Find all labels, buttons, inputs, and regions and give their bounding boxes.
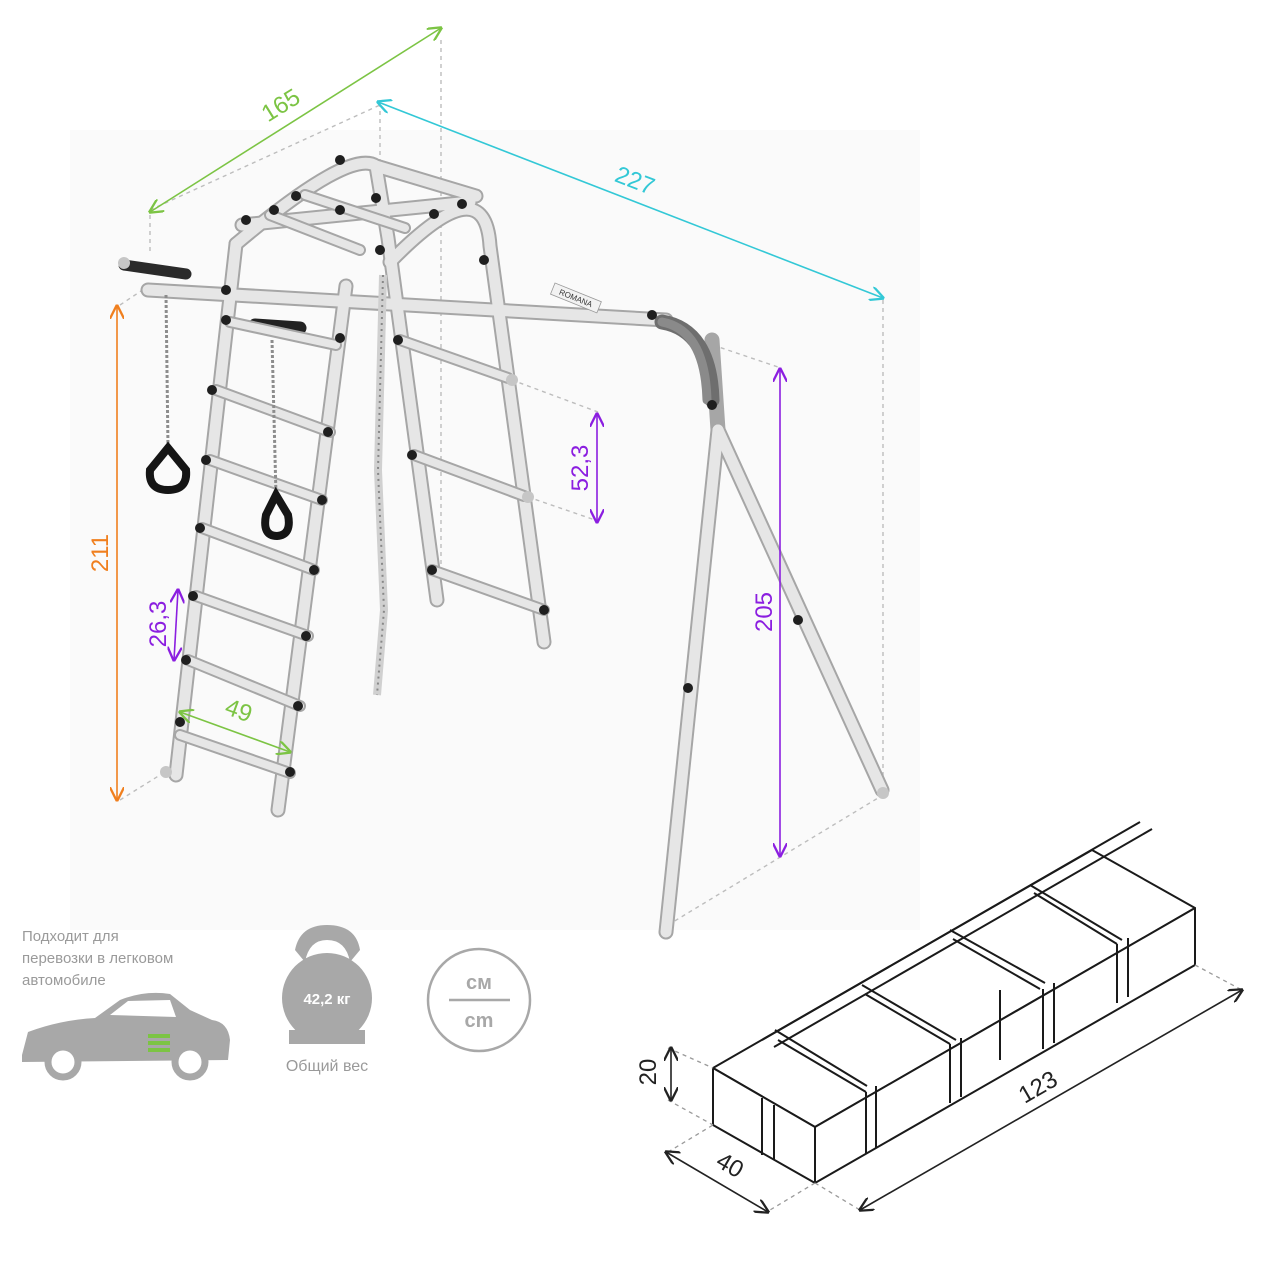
dim-165-label: 165 bbox=[257, 84, 305, 128]
units-icon: см cm bbox=[426, 947, 532, 1053]
dim-123-arrow bbox=[860, 990, 1242, 1210]
dim-211-label: 211 bbox=[87, 534, 114, 572]
unit-bottom: cm bbox=[465, 1010, 494, 1032]
kettlebell-icon: 42,2 кг bbox=[282, 925, 372, 1044]
weight-caption: Общий вес bbox=[286, 1058, 368, 1075]
dim-40-arrow bbox=[666, 1152, 768, 1212]
car-caption: Подходит для перевозки в легковом автомо… bbox=[22, 926, 242, 992]
dim-20-label: 20 bbox=[635, 1059, 662, 1086]
car-caption-line-2: перевозки в легковом bbox=[22, 950, 174, 967]
unit-top: см bbox=[466, 972, 492, 994]
dim-205-label: 205 bbox=[751, 592, 778, 632]
dim-165-arrow bbox=[150, 28, 441, 212]
dim-123-label: 123 bbox=[1014, 1066, 1062, 1109]
box-guide-lines bbox=[667, 964, 1243, 1211]
dim-227-arrow bbox=[378, 102, 883, 298]
dim-52-3-label: 52,3 bbox=[567, 445, 594, 492]
dim-40-label: 40 bbox=[711, 1147, 748, 1184]
weight-value: 42,2 кг bbox=[303, 991, 350, 1008]
gym-ring-right bbox=[261, 486, 293, 541]
dim-26-3-arrow bbox=[174, 590, 178, 660]
gym-ring-left bbox=[145, 441, 191, 495]
car-caption-line-1: Подходит для bbox=[22, 928, 119, 945]
ring-ropes bbox=[164, 294, 278, 496]
car-caption-line-3: автомобиле bbox=[22, 972, 106, 989]
car-icon bbox=[22, 992, 230, 1081]
dim-26-3-label: 26,3 bbox=[145, 601, 172, 648]
dim-49-arrow bbox=[180, 712, 290, 752]
leg-tips bbox=[118, 257, 889, 799]
